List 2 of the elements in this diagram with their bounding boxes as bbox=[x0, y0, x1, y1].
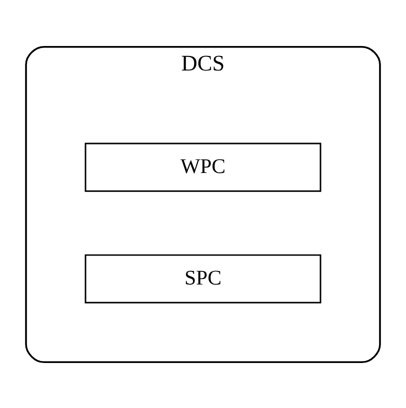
node-box: SPC bbox=[84, 254, 322, 303]
node-box: WPC bbox=[84, 142, 322, 192]
